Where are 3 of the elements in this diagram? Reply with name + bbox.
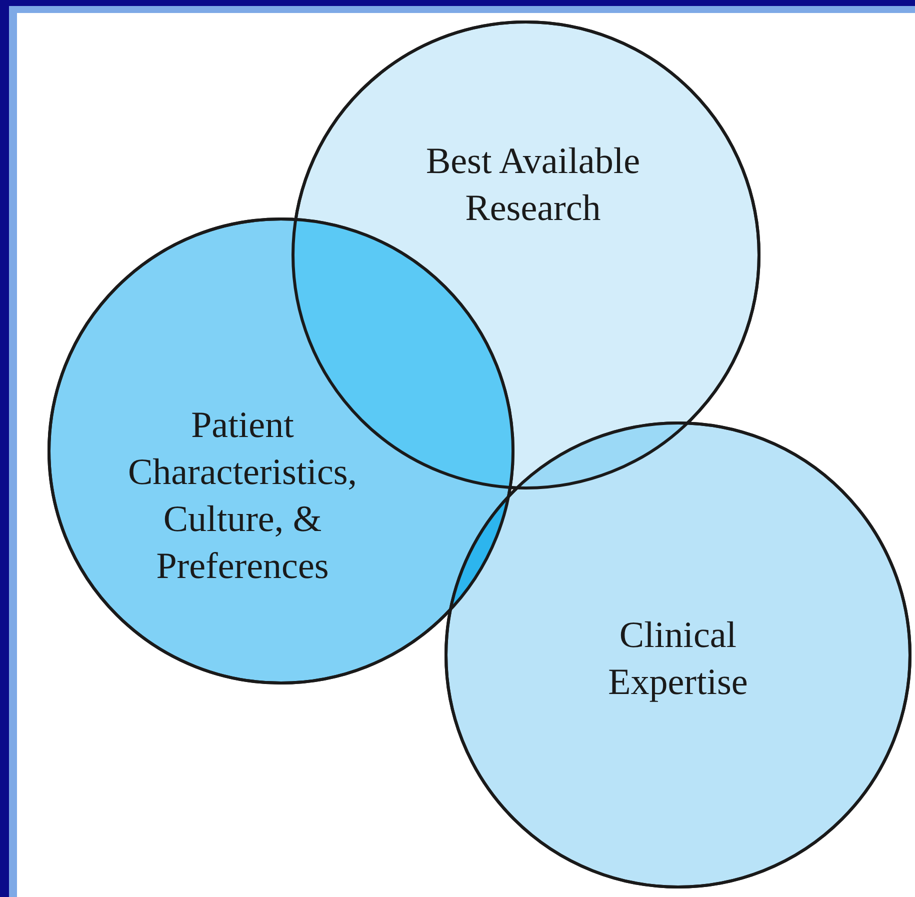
circle-label: Patient Characteristics, Culture, & Preferences (126, 404, 358, 589)
circle-label: Clinical Expertise (607, 614, 749, 705)
circle-label: Best Available Research (424, 140, 642, 231)
